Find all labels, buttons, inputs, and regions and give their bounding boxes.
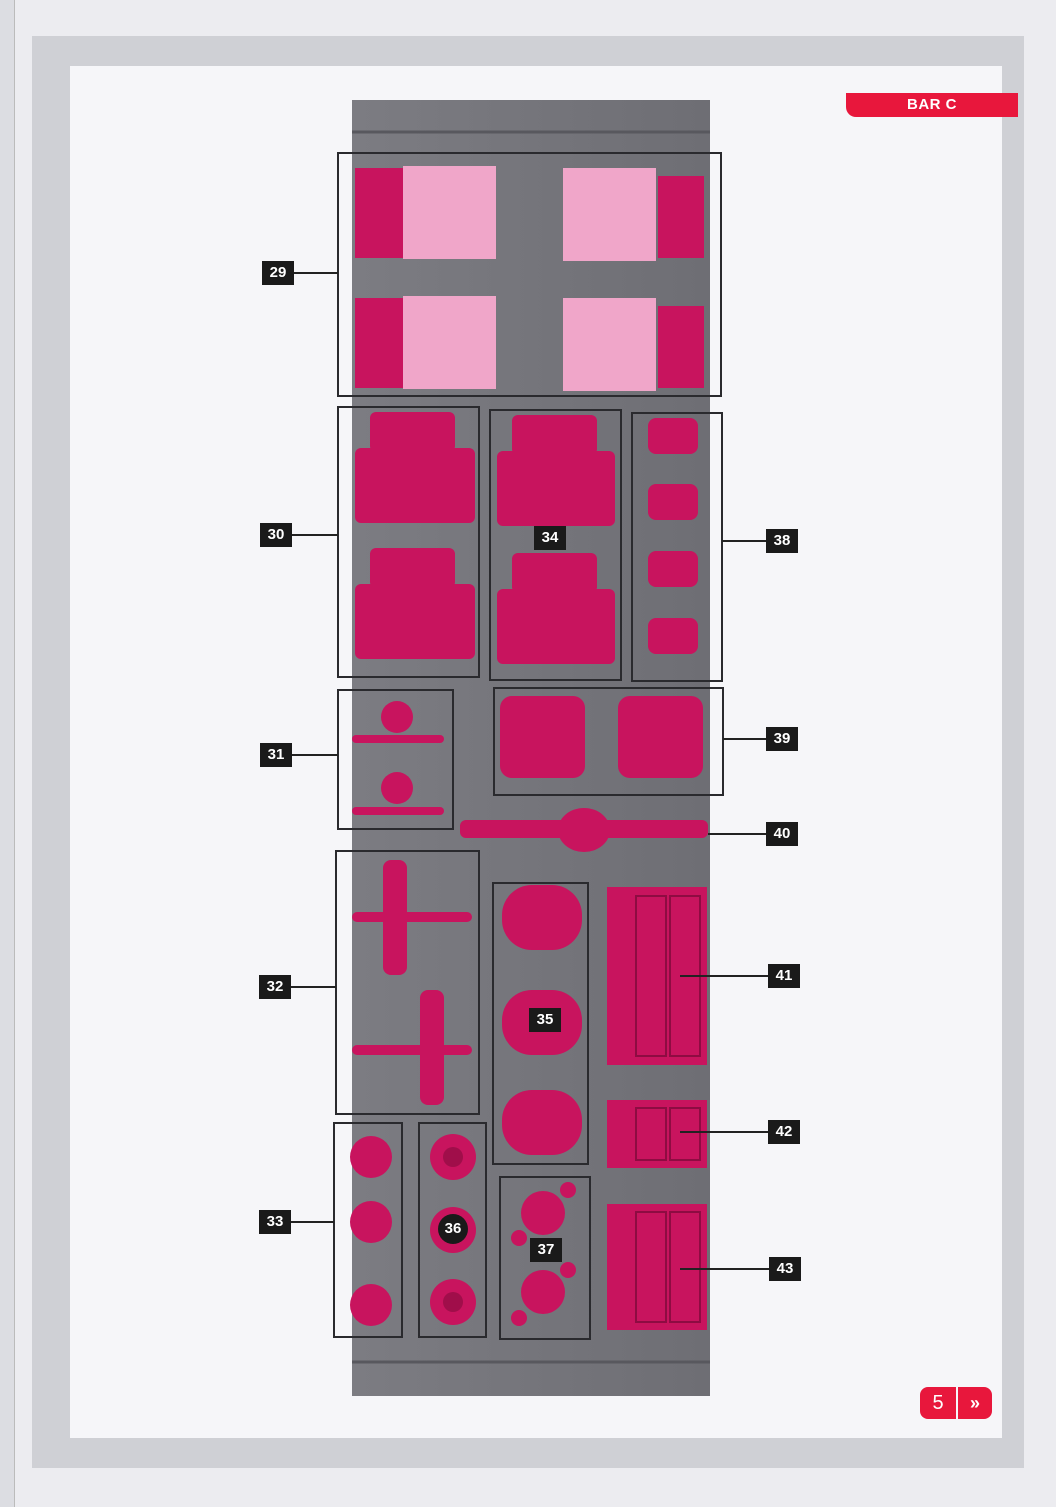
- part-label-33: 33: [259, 1210, 291, 1234]
- part-label-31: 31: [260, 743, 292, 767]
- part-40-axle: [460, 808, 708, 852]
- part-label-32: 32: [259, 975, 291, 999]
- part-36-wheels: [430, 1134, 476, 1325]
- binding-gutter: [0, 0, 15, 1507]
- part-label-43: 43: [769, 1257, 801, 1281]
- part-label-35: 35: [529, 1008, 561, 1032]
- part-label-36: 36: [438, 1214, 468, 1244]
- part-37-lamps: [511, 1182, 576, 1326]
- part-29-chairs: [355, 166, 704, 391]
- part-label-38: 38: [766, 529, 798, 553]
- part-label-42: 42: [768, 1120, 800, 1144]
- double-chevron-right-icon[interactable]: »: [958, 1387, 992, 1419]
- part-32-crossbars: [352, 860, 472, 1105]
- part-label-29: 29: [262, 261, 294, 285]
- part-label-37: 37: [530, 1238, 562, 1262]
- part-33-knobs: [350, 1136, 392, 1326]
- part-label-34: 34: [534, 526, 566, 550]
- part-label-30: 30: [260, 523, 292, 547]
- part-30-34-armchairs: [355, 412, 615, 664]
- part-41-43-panels: [607, 887, 707, 1330]
- part-38-small-parts: [648, 418, 698, 654]
- part-label-39: 39: [766, 727, 798, 751]
- part-label-41: 41: [768, 964, 800, 988]
- section-tag: BAR C: [846, 93, 1018, 117]
- page-number: 5: [920, 1387, 956, 1419]
- part-31-rings: [352, 701, 444, 815]
- part-39-engines: [500, 696, 703, 778]
- part-label-40: 40: [766, 822, 798, 846]
- page-indicator: 5 »: [920, 1387, 992, 1419]
